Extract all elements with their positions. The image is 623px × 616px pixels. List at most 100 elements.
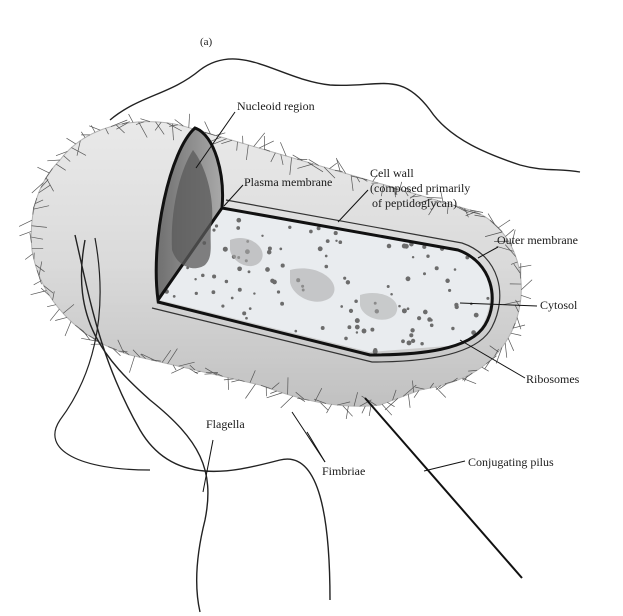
fimbria	[67, 138, 76, 144]
ribosome	[281, 264, 285, 268]
ribosome	[236, 218, 241, 223]
ribosome	[249, 307, 252, 310]
label-outer-membrane: Outer membrane	[497, 234, 578, 247]
ribosome	[402, 244, 407, 249]
label-ribosomes: Ribosomes	[526, 373, 579, 386]
fimbria	[517, 317, 521, 329]
ribosome	[237, 266, 242, 271]
fimbria	[505, 343, 507, 358]
ribosome	[318, 246, 323, 251]
fimbria	[508, 338, 514, 351]
ribosome	[225, 280, 228, 283]
fimbria	[47, 160, 60, 161]
ribosome	[325, 255, 328, 258]
fimbria	[37, 167, 49, 173]
ribosome	[324, 265, 328, 269]
fimbria	[498, 220, 510, 228]
ribosome	[407, 340, 412, 345]
fimbria	[224, 379, 234, 380]
label-nucleoid-region: Nucleoid region	[237, 100, 315, 113]
ribosome	[279, 248, 282, 251]
fimbria	[382, 404, 392, 415]
ribosome	[288, 226, 291, 229]
ribosome	[387, 244, 392, 249]
ribosome	[362, 329, 367, 334]
ribosome	[430, 323, 434, 327]
ribosome	[309, 230, 313, 234]
fimbria	[259, 141, 274, 148]
ribosome	[212, 290, 216, 294]
ribosome	[474, 313, 479, 318]
ribosome	[242, 311, 246, 315]
fimbria	[245, 384, 255, 399]
ribosome	[406, 276, 411, 281]
fimbria	[329, 163, 336, 169]
fimbria	[129, 114, 133, 122]
ribosome	[370, 328, 374, 332]
ribosome	[236, 226, 240, 230]
fimbria	[254, 133, 265, 147]
fimbria	[521, 295, 531, 298]
fimbria	[19, 220, 32, 226]
ribosome	[253, 292, 255, 294]
label-cell-wall-detail-2: of peptidoglycan)	[372, 197, 457, 210]
fimbria	[343, 406, 353, 417]
panel-label: (a)	[200, 36, 212, 49]
ribosome	[407, 307, 410, 310]
ribosome	[426, 255, 429, 258]
leader-line-pilus	[424, 461, 465, 471]
ribosome	[294, 330, 297, 333]
ribosome	[277, 290, 280, 293]
fimbria	[171, 367, 184, 373]
ribosome	[455, 305, 459, 309]
ribosome	[486, 297, 489, 300]
ribosome	[423, 272, 426, 275]
ribosome	[448, 289, 451, 292]
leader-line-fimbriae-2	[307, 432, 325, 462]
ribosome	[231, 297, 234, 300]
ribosome	[334, 231, 338, 235]
label-fimbriae: Fimbriae	[322, 465, 365, 478]
fimbria	[231, 380, 239, 382]
ribosome	[373, 348, 377, 352]
ribosome	[223, 247, 228, 252]
ribosome	[201, 274, 205, 278]
ribosome	[410, 328, 414, 332]
ribosome	[343, 277, 346, 280]
ribosome	[356, 331, 358, 333]
ribosome	[347, 325, 351, 329]
ribosome	[212, 229, 215, 232]
ribosome	[335, 240, 337, 242]
fimbria	[387, 402, 394, 406]
ribosome	[344, 337, 348, 341]
ribosome	[445, 279, 449, 283]
ribosome	[390, 293, 393, 296]
ribosome	[355, 325, 360, 330]
fimbria	[189, 114, 190, 128]
label-cytosol: Cytosol	[540, 299, 577, 312]
ribosome	[355, 318, 360, 323]
label-flagella: Flagella	[206, 418, 245, 431]
ribosome	[451, 327, 454, 330]
fimbria	[280, 142, 286, 156]
conjugating-pilus	[365, 398, 522, 578]
label-cell-wall: Cell wall	[370, 167, 414, 180]
ribosome	[173, 295, 176, 298]
ribosome	[340, 305, 343, 308]
fimbria	[362, 406, 365, 413]
ribosome	[401, 339, 405, 343]
ribosome	[261, 235, 263, 237]
ribosome	[411, 339, 415, 343]
fimbria	[89, 126, 100, 130]
label-conjugating-pilus: Conjugating pilus	[468, 456, 554, 469]
fimbria	[55, 317, 67, 320]
ribosome	[268, 246, 272, 250]
ribosome	[215, 224, 218, 227]
ribosome	[454, 268, 457, 271]
ribosome	[245, 317, 248, 320]
fimbria	[511, 333, 521, 335]
ribosome	[195, 292, 198, 295]
fimbria	[34, 281, 42, 285]
ribosome	[417, 316, 421, 320]
